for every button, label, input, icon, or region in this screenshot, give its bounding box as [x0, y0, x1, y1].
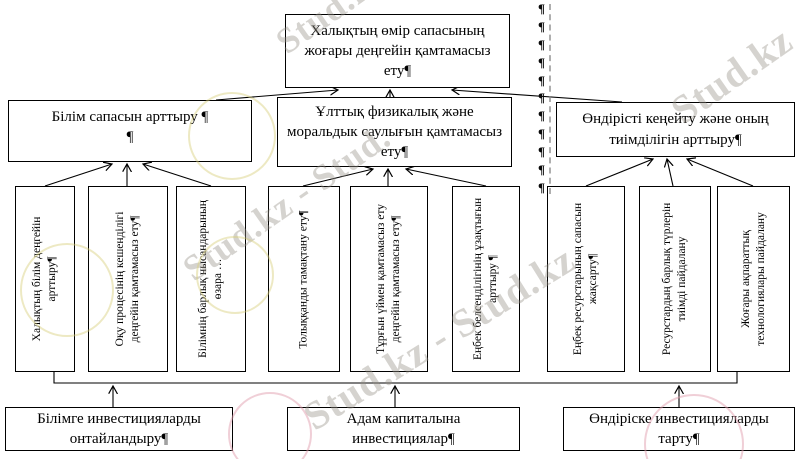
- pilcrow-column: ¶ ¶ ¶ ¶ ¶ ¶ ¶ ¶ ¶ ¶ ¶: [538, 2, 552, 194]
- subgoal-health-label: Ұлттық физикалық және моральдык саулығын…: [286, 103, 503, 161]
- investment-box-production: Өндіріске инвестицияларды тарту¶: [563, 407, 795, 451]
- subgoal-box-education: Білім сапасын арттыру ¶ ¶: [8, 100, 252, 162]
- factor-3-label: Білімнің барлық нысандарының өзара …: [197, 200, 224, 358]
- investment-production-label: Өндіріске инвестицияларды тарту¶: [589, 410, 769, 447]
- factor-8-label: Ресурстардың барлық түрлерін тиімді пайд…: [661, 202, 688, 356]
- investment-education-label: Білімге инвестицияларды онтайландыру¶: [37, 410, 201, 447]
- subgoal-box-production: Өндірісті кеңейту және оның тиімділігін …: [556, 102, 795, 157]
- pilcrow-mark: ¶: [538, 144, 546, 160]
- factor-box-7: Еңбек ресурстарының сапасын жақсарту¶: [547, 186, 625, 372]
- top-goal-box: Халықтың өмір сапасының жоғары деңгейін …: [285, 14, 510, 88]
- factor-5-label: Тұрғын үймен қамтамасыз ету деңгейін қам…: [375, 204, 402, 354]
- factor-1-label: Халықтың білім деңгейін арттыру¶: [31, 216, 58, 342]
- pilcrow-mark: ¶: [538, 18, 546, 34]
- pilcrow-mark: ¶: [538, 126, 546, 142]
- paragraph-mark: ¶: [126, 129, 134, 146]
- subgoal-box-health: Ұлттық физикалық және моральдык саулығын…: [277, 97, 512, 167]
- factor-box-9: Жоғары ақпараттық технологиялары пайдала…: [717, 186, 790, 372]
- pilcrow-mark: ¶: [538, 108, 546, 124]
- pilcrow-mark: ¶: [538, 162, 546, 178]
- top-goal-label: Халықтың өмір сапасының жоғары деңгейін …: [304, 22, 491, 80]
- factor-6-label: Еңбек белсенділігінің ұзақтығын арттыру …: [472, 197, 499, 361]
- investment-box-education: Білімге инвестицияларды онтайландыру¶: [5, 407, 233, 451]
- subgoal-production-label: Өндірісті кеңейту және оның тиімділігін …: [582, 111, 769, 148]
- column-break-dashed-line: [549, 4, 551, 194]
- pilcrow-mark: ¶: [538, 72, 546, 88]
- pilcrow-mark: ¶: [538, 90, 546, 106]
- factor-2-label: Оқу процесінің кешенділігі деңгейін қамт…: [114, 211, 141, 347]
- factor-box-3: Білімнің барлық нысандарының өзара …: [176, 186, 246, 372]
- pilcrow-mark: ¶: [538, 179, 546, 195]
- factor-4-label: Толыққанды тамақтану ету¶: [297, 209, 310, 349]
- pilcrow-mark: ¶: [538, 36, 546, 52]
- factor-box-6: Еңбек белсенділігінің ұзақтығын арттыру …: [452, 186, 520, 372]
- pilcrow-mark: ¶: [538, 54, 546, 70]
- factor-box-5: Тұрғын үймен қамтамасыз ету деңгейін қам…: [350, 186, 428, 372]
- investment-human-capital-label: Адам капиталына инвестициялар¶: [346, 410, 461, 447]
- investment-box-human-capital: Адам капиталына инвестициялар¶: [287, 407, 520, 451]
- factor-box-4: Толыққанды тамақтану ету¶: [268, 186, 340, 372]
- factor-box-1: Халықтың білім деңгейін арттыру¶: [15, 186, 75, 372]
- pilcrow-mark: ¶: [538, 1, 546, 16]
- factor-7-label: Еңбек ресурстарының сапасын жақсарту¶: [572, 202, 599, 356]
- factor-box-2: Оқу процесінің кешенділігі деңгейін қамт…: [88, 186, 168, 372]
- subgoal-education-label: Білім сапасын арттыру ¶: [51, 109, 209, 125]
- factor-box-8: Ресурстардың барлық түрлерін тиімді пайд…: [639, 186, 711, 372]
- factor-9-label: Жоғары ақпараттық технологиялары пайдала…: [739, 212, 767, 346]
